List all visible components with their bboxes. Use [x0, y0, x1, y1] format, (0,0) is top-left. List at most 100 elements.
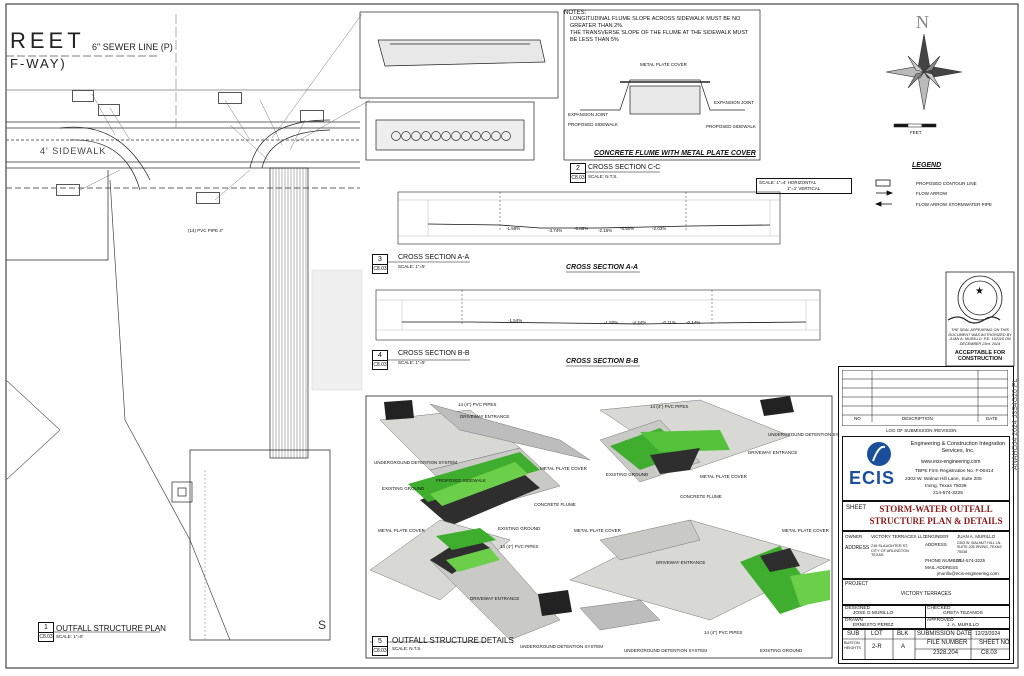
designed-label: DESIGNED	[845, 606, 871, 611]
details-sheet: C8.03	[373, 646, 387, 654]
engineer-address-value: 2303 W. WALNUT HILL LN. SUITE 205 IRVING…	[957, 541, 1002, 554]
title-block	[838, 366, 1014, 664]
sub-label: SUB	[847, 631, 860, 637]
callout-box	[218, 92, 242, 104]
revision-col-desc: DESCRIPTION	[902, 416, 933, 421]
drawn-value: ERNESTO PEREZ	[853, 623, 894, 628]
section-c-num: 2	[576, 165, 580, 172]
sheet-title-label: SHEET	[846, 505, 867, 511]
lot-value: 2-R	[872, 644, 882, 650]
section-b-tag: 4 C8.03	[372, 350, 388, 370]
section-b-scale: SCALE: 1"=5'	[398, 360, 426, 365]
credits-divider	[843, 617, 1009, 618]
company-logo-text: ECIS	[849, 468, 896, 488]
notes-item: LONGITUDINAL FLUME SLOPE ACROSS SIDEWALK…	[570, 16, 741, 29]
section-a-sheet: C8.03	[373, 264, 387, 272]
section-a-title: CROSS SECTION A-A	[398, 254, 470, 261]
section-b-sheet: C8.03	[373, 360, 387, 368]
sheet-title-line1: STORM-WATER OUTFALL	[879, 504, 993, 514]
detail-label: EXISTING GROUND	[760, 648, 803, 653]
slope-a: -5.50%	[620, 226, 635, 231]
section-a-tag: 3 C8.03	[372, 254, 388, 274]
pvc-pipe-label: (14) PVC PIPE 4"	[188, 228, 224, 233]
details-tag: 5 C8.03	[372, 636, 388, 656]
details-scale: SCALE: N.T.S.	[392, 646, 422, 651]
seal-star: ★	[975, 286, 984, 297]
lot-label: LOT	[871, 631, 883, 637]
owner-label: OWNER	[845, 534, 863, 539]
notes-item: THE TRANSVERSE SLOPE OF THE FLUME AT THE…	[570, 30, 749, 43]
north-scale-label: FEET	[910, 130, 922, 135]
checked-label: CHECKED	[927, 606, 951, 611]
flume-label: EXPANSION JOINT	[568, 112, 609, 117]
detail-label: DRIVEWAY ENTRANCE	[470, 596, 520, 601]
slope-b: -0.14%	[686, 320, 701, 325]
plan-title: OUTFALL STRUCTURE PLAN	[56, 624, 166, 633]
legend-item: FLOW ARROW	[916, 191, 948, 196]
detail-label: DRIVEWAY ENTRANCE	[656, 560, 706, 565]
detail-label: UNDERGROUND DETENTION SYSTEM	[374, 460, 458, 465]
s-mark: S	[318, 618, 327, 632]
detail-label: DRIVEWAY ENTRANCE	[748, 450, 798, 455]
cross-section-a-graph	[397, 191, 781, 245]
file-value: 2328.204	[933, 650, 959, 656]
section-a-scale: SCALE: 1"=5'	[398, 264, 426, 269]
flume-label: METAL PLATE COVER	[640, 62, 687, 67]
company-name: Engineering & Construction Integration S…	[910, 441, 1006, 454]
slope-a: -3.74%	[548, 228, 563, 233]
engineer-value: JUAN A. MURILLO	[957, 534, 996, 539]
section-b-num: 4	[378, 352, 382, 359]
scale-box: SCALE: 1"=4' HORIZONTAL 1"=1' VERTICAL	[756, 178, 852, 194]
owner-value: VICTORY TERRACES LLC	[871, 534, 926, 539]
plan-view	[5, 14, 363, 641]
file-label: FILE NUMBER	[927, 640, 968, 646]
side-stamp: ANAHOJ4 2024 J3S4G20 PL	[1012, 378, 1019, 470]
north-arrow-graphic	[885, 33, 963, 128]
owner-address-label: ADDRESS	[845, 545, 870, 551]
mail-label: MAIL ADDRESS	[925, 565, 959, 570]
detail-label: 14 (4") PVC PIPES	[458, 402, 497, 407]
sheet-title-line2: STRUCTURE PLAN & DETAILS	[869, 516, 1003, 526]
scale-box-line2: 1"=1' VERTICAL	[787, 186, 821, 191]
project-block: PROJECT VICTORY TERRACES	[842, 578, 1010, 606]
detail-label: DRIVEWAY ENTRANCE	[460, 414, 510, 419]
legend-symbols	[874, 179, 894, 207]
slope-b: -4.44%	[632, 320, 647, 325]
plan-scale: SCALE: 1"=5'	[56, 634, 84, 639]
legend-title: LEGEND	[912, 162, 942, 169]
details-title: OUTFALL STRUCTURE DETAILS	[392, 636, 514, 645]
render-4	[569, 519, 831, 631]
detail-label: CONCRETE FLUME	[534, 502, 576, 507]
callout-box	[72, 90, 94, 102]
project-label: PROJECT	[845, 581, 869, 587]
approved-label: APPROVED	[927, 618, 954, 623]
plan-title-tag: 1 C8.03	[38, 622, 54, 642]
plan-sheet: C8.03	[39, 632, 53, 640]
seal-note: THE SEAL APPEARING ON THIS DOCUMENT WAS …	[948, 328, 1012, 346]
engineer-address-label: ADDRESS	[925, 542, 947, 547]
detail-label: 14 (4") PVC PIPES	[650, 404, 689, 409]
slope-b: -1.50%	[604, 320, 619, 325]
detail-label: EXISTING GROUND	[498, 526, 541, 531]
callout-box	[300, 110, 324, 122]
render-2	[599, 396, 794, 483]
section-b-underline-title: CROSS SECTION B-B	[566, 358, 639, 365]
detail-label: EXISTING GROUND	[382, 486, 425, 491]
drawn-label: DRAWN	[845, 618, 863, 623]
detail-label: METAL PLATE COVER	[782, 528, 829, 533]
company-address: 2303 W. Walnut Hill Lane, Suite 205	[905, 477, 982, 482]
section-a-num: 3	[378, 256, 382, 263]
sewer-line-label: 6" SEWER LINE (P)	[92, 42, 173, 52]
slope-a: -2.03%	[652, 226, 667, 231]
detail-label: METAL PLATE COVER	[540, 466, 587, 471]
submission-label: SUBMISSION DATE	[917, 631, 972, 637]
company-city: Irving, Texas 75038	[925, 484, 967, 489]
mail-value: jmurillo@ecis-engineering.com	[937, 571, 999, 576]
detail-label: METAL PLATE COVER	[574, 528, 621, 533]
approved-value: J. A. MURILLO	[947, 623, 979, 628]
legend-item: PROPOSED CONTOUR LINE	[916, 181, 977, 186]
callout-box	[56, 184, 80, 196]
detail-label: CONCRETE FLUME	[680, 494, 722, 499]
detail-label: METAL PLATE COVER	[378, 528, 425, 533]
